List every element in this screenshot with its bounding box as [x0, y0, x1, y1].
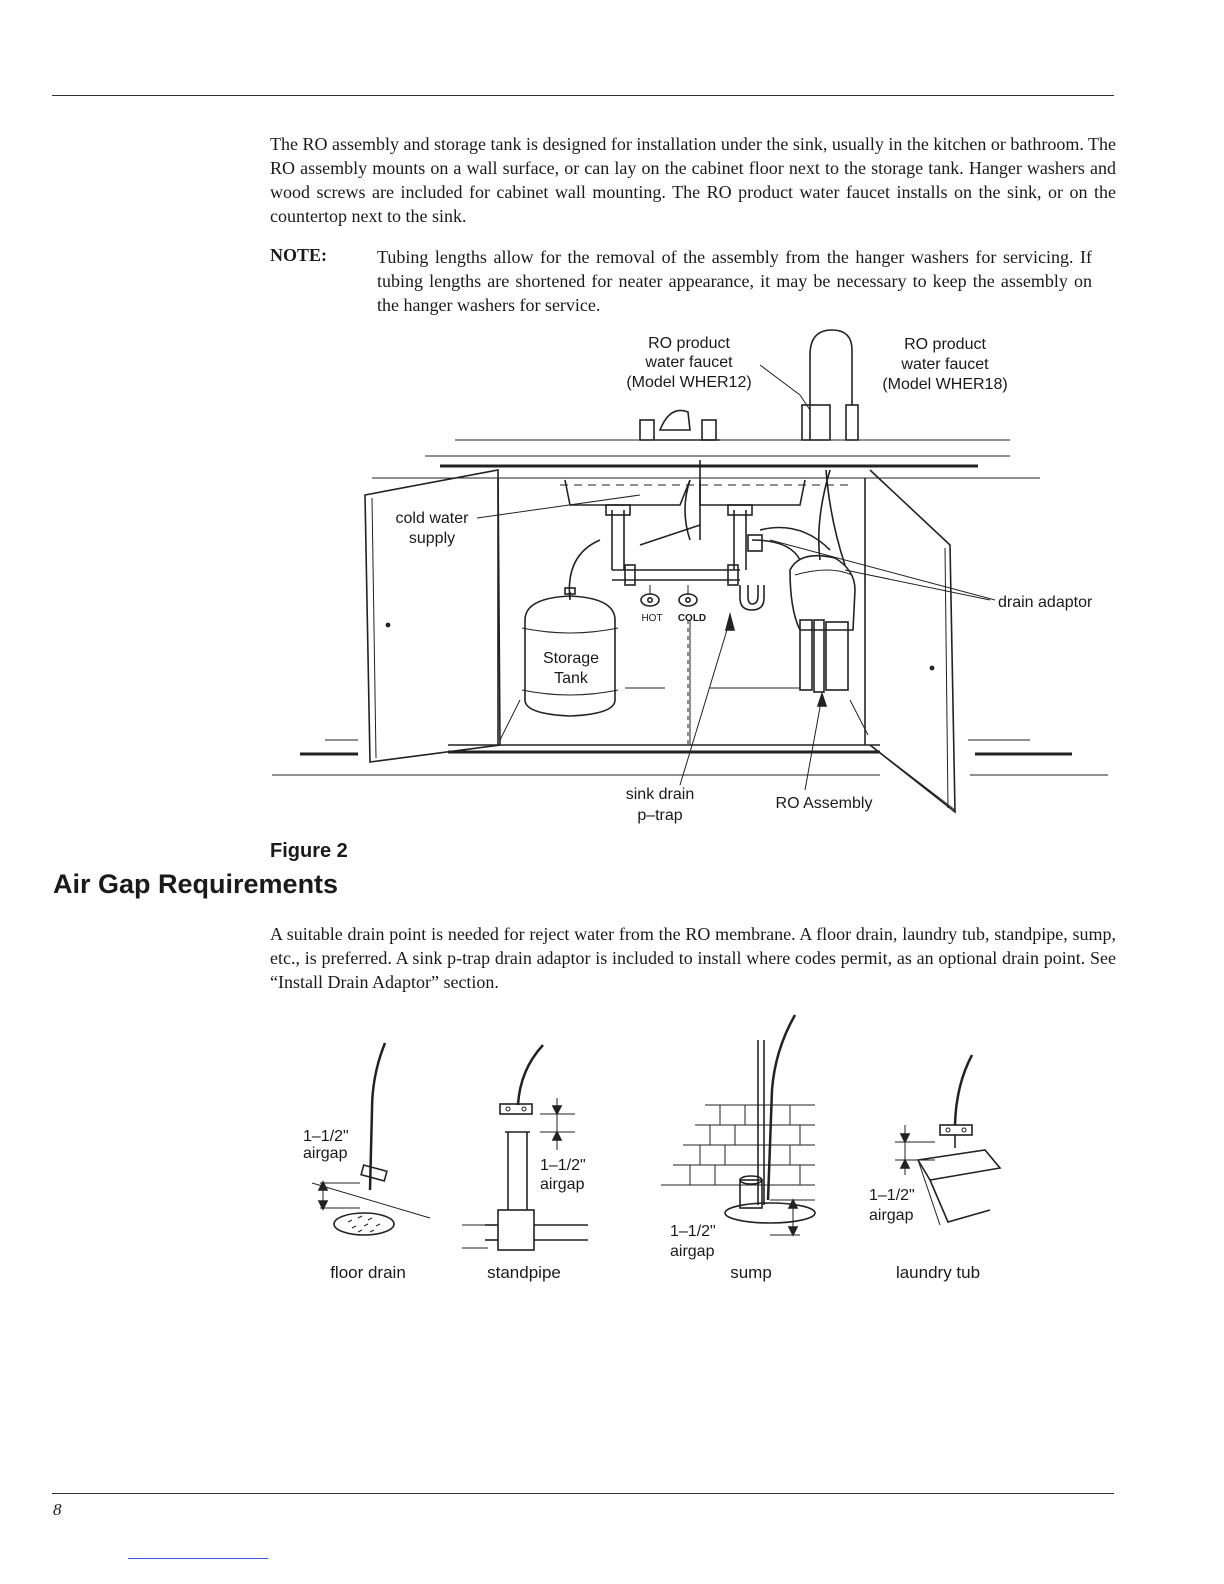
- page-number: 8: [53, 1500, 62, 1519]
- floor-drain-caption: floor drain: [330, 1263, 406, 1282]
- note-label: NOTE:: [270, 245, 328, 265]
- airgap-paragraph: A suitable drain point is needed for rej…: [270, 924, 1116, 992]
- sump-measure: 1–1/2": [670, 1223, 716, 1240]
- sump-diagram: [661, 1014, 816, 1237]
- standpipe-airgap-label: airgap: [540, 1176, 585, 1193]
- bottom-link-underline: [128, 1558, 268, 1559]
- drain-adaptor-label: drain adaptor: [998, 594, 1093, 611]
- cold-valve-label: COLD: [678, 613, 706, 624]
- ro-assembly-label: RO Assembly: [776, 795, 873, 812]
- floor-drain-measure: 1–1/2": [303, 1128, 349, 1145]
- hot-valve-label: HOT: [641, 613, 662, 624]
- sump-airgap-label: airgap: [670, 1243, 715, 1260]
- cold-water-label-1: cold water: [396, 510, 470, 527]
- standpipe-measure: 1–1/2": [540, 1157, 586, 1174]
- floor-drain-airgap-label: airgap: [303, 1145, 348, 1162]
- section-title: Air Gap Requirements: [53, 869, 339, 899]
- airgap-diagrams: 1–1/2" airgap 1–1/2" airgap 1–1/2" airga…: [303, 1014, 1002, 1282]
- faucet-right-label-3: (Model WHER18): [882, 376, 1007, 393]
- sump-caption: sump: [730, 1263, 772, 1282]
- footer-rule: [52, 1493, 1114, 1494]
- faucet-left-label-1: RO product: [648, 335, 730, 352]
- laundry-tub-caption: laundry tub: [896, 1263, 980, 1282]
- standpipe-diagram: [462, 1044, 588, 1251]
- standpipe-caption: standpipe: [487, 1263, 561, 1282]
- figure-caption: Figure 2: [270, 840, 348, 862]
- laundry-tub-measure: 1–1/2": [869, 1187, 915, 1204]
- faucet-left-label-2: water faucet: [644, 354, 733, 371]
- sink-drain-label-2: p–trap: [637, 807, 682, 824]
- faucet-left-label-3: (Model WHER12): [626, 374, 751, 391]
- intro-paragraph: The RO assembly and storage tank is desi…: [270, 134, 1116, 226]
- laundry-tub-airgap-label: airgap: [869, 1207, 914, 1224]
- laundry-tub-diagram: [895, 1054, 1002, 1226]
- figure-2-under-sink-illustration: RO product water faucet (Model WHER12) R…: [272, 329, 1108, 824]
- note-text: Tubing lengths allow for the removal of …: [377, 247, 1092, 315]
- faucet-right-label-1: RO product: [904, 336, 986, 353]
- floor-drain-diagram: [311, 1042, 431, 1236]
- storage-tank-label-2: Tank: [554, 670, 589, 687]
- sink-drain-label-1: sink drain: [626, 786, 694, 803]
- faucet-right-label-2: water faucet: [900, 356, 989, 373]
- storage-tank-label-1: Storage: [543, 650, 599, 667]
- cold-water-label-2: supply: [409, 530, 455, 547]
- header-rule: [52, 95, 1114, 96]
